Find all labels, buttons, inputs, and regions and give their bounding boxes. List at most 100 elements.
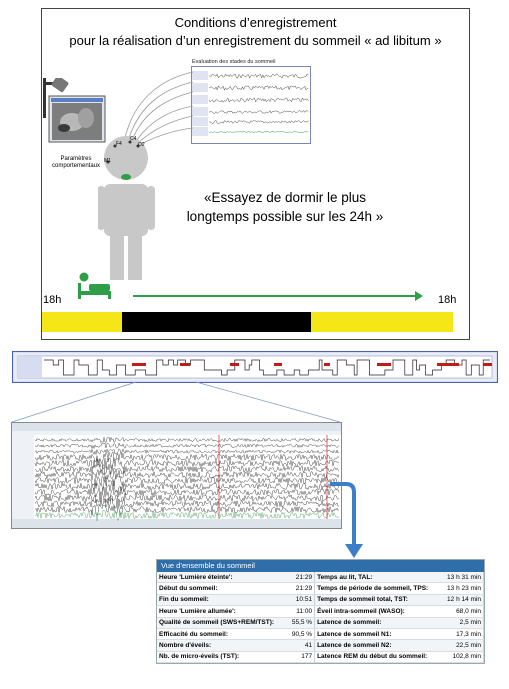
eeg-trace [209, 73, 309, 79]
trace-label-box [192, 117, 208, 126]
eeg-channel-trace [34, 509, 340, 522]
table-cell: 13 h 31 min [441, 572, 485, 584]
bed-icon [78, 272, 111, 299]
eeg-channel-trace [34, 436, 340, 444]
sleep-overview-table: Vue d’ensemble du sommeil Heure 'Lumière… [156, 559, 485, 665]
hypnogram-strip [12, 351, 498, 383]
table-cell: 12 h 14 min [441, 594, 485, 607]
camera-icon [43, 78, 106, 143]
eeg-channel-trace [34, 497, 340, 510]
eeg-channel-trace [34, 480, 340, 493]
hypnogram-trace [44, 359, 490, 376]
eeg-trace [208, 97, 309, 103]
table-cell: 90,5 % [287, 628, 316, 641]
table-cell: 21:29 [287, 582, 316, 595]
table-header: Vue d’ensemble du sommeil [157, 560, 484, 572]
eeg-channel-trace [34, 486, 340, 499]
trace-label-box [192, 83, 208, 92]
table-cell: 13 h 23 min [441, 582, 485, 595]
rem-segment [132, 363, 146, 366]
eeg-channel-trace [34, 462, 340, 475]
detailed-eeg-window [11, 422, 342, 529]
rem-segment [377, 363, 391, 366]
table-cell: Temps de période de sommeil, TPS: [314, 582, 442, 595]
table-cell: Heure 'Lumière allumée': [157, 605, 288, 618]
callout-arrow [330, 482, 363, 558]
electrode-c4: C4 [130, 136, 137, 142]
table-cell: Nombre d'éveils: [157, 639, 288, 652]
table-cell: Éveil intra-sommeil (WASO): [314, 605, 442, 618]
eeg-channel-trace [34, 468, 340, 481]
table-cell: 68,0 min [441, 605, 485, 618]
eeg-channel-trace [34, 504, 340, 517]
behavioral-params-label: Paramètres comportementaux [51, 156, 101, 169]
electrode-m1: M1 [104, 158, 111, 164]
table-cell: Latence de sommeil N2: [314, 639, 442, 652]
eeg-panel-title: Evaluation des stades du sommeil [192, 59, 276, 65]
table-cell: Latence de sommeil: [314, 617, 442, 629]
table-cell: Début du sommeil: [157, 582, 288, 595]
eeg-trace [208, 131, 309, 133]
table-cell: 177 [287, 651, 316, 664]
timeline-start-label: 18h [43, 294, 62, 306]
table-cell: 22,5 min [441, 639, 485, 652]
table-cell: 17,3 min [441, 628, 485, 641]
rem-segment [324, 363, 330, 366]
eeg-trace [208, 85, 309, 91]
table-cell: Efficacité du sommeil: [157, 628, 288, 641]
eeg-channel-trace [34, 451, 340, 464]
table-cell: 2,5 min [441, 617, 485, 629]
person-figure [98, 136, 155, 280]
table-cell: 21:29 [287, 572, 316, 584]
table-cell: Latence de sommeil N1: [314, 628, 442, 641]
table-cell: Fin du sommeil: [157, 594, 288, 607]
table-cell: 41 [287, 639, 316, 652]
panel-title: Conditions d’enregistrement pour la réal… [41, 14, 470, 50]
timeline-night-bar [122, 312, 311, 332]
table-cell: 11:00 [287, 605, 316, 618]
trace-label-box [192, 127, 208, 136]
zoom-lines [11, 381, 341, 423]
table-cell: Heure 'Lumière éteinte': [157, 572, 288, 584]
table-cell: 10:51 [287, 594, 316, 607]
eeg-trace [208, 120, 309, 124]
title-line-1: Conditions d’enregistrement [174, 15, 337, 30]
electrode-o2: O2 [138, 142, 145, 148]
trace-label-box [192, 107, 208, 116]
eeg-channel-trace [34, 448, 340, 456]
table-cell: Latence REM du début du sommeil: [314, 651, 442, 664]
table-cell: Qualité de sommeil (SWS+REM/TST): [157, 617, 288, 629]
trace-label-box [192, 71, 208, 80]
table-cell: Temps de sommeil total, TST: [314, 594, 442, 607]
electrode-f4: F4 [116, 141, 122, 147]
eeg-channel-trace [34, 457, 340, 469]
rem-segment [483, 363, 492, 366]
eeg-channel-trace [34, 474, 340, 488]
trace-label-box [192, 95, 208, 104]
electrode-wires [124, 71, 194, 145]
table-cell: Nb. de micro-éveils (TST): [157, 651, 288, 664]
table-row: Qualité de sommeil (SWS+REM/TST):55,5 %L… [157, 617, 485, 629]
eeg-channel-trace [34, 442, 340, 450]
eeg-channel-trace [34, 492, 340, 504]
time-arrow [133, 291, 423, 301]
table-cell: Temps au lit, TAL: [314, 572, 442, 584]
eeg-trace [209, 110, 309, 114]
eeg-mini-traces [191, 66, 311, 144]
rem-segment [230, 363, 239, 366]
rem-segment [437, 363, 459, 366]
table-cell: 55,5 % [287, 617, 316, 629]
rem-segment [274, 363, 282, 366]
table-row: Efficacité du sommeil:90,5 %Latence de s… [157, 628, 485, 641]
timeline-end-label: 18h [438, 294, 457, 306]
table-cell: 102,8 min [441, 651, 485, 664]
rem-segment [180, 363, 190, 366]
title-line-2: pour la réalisation d’un enregistrement … [69, 33, 442, 48]
